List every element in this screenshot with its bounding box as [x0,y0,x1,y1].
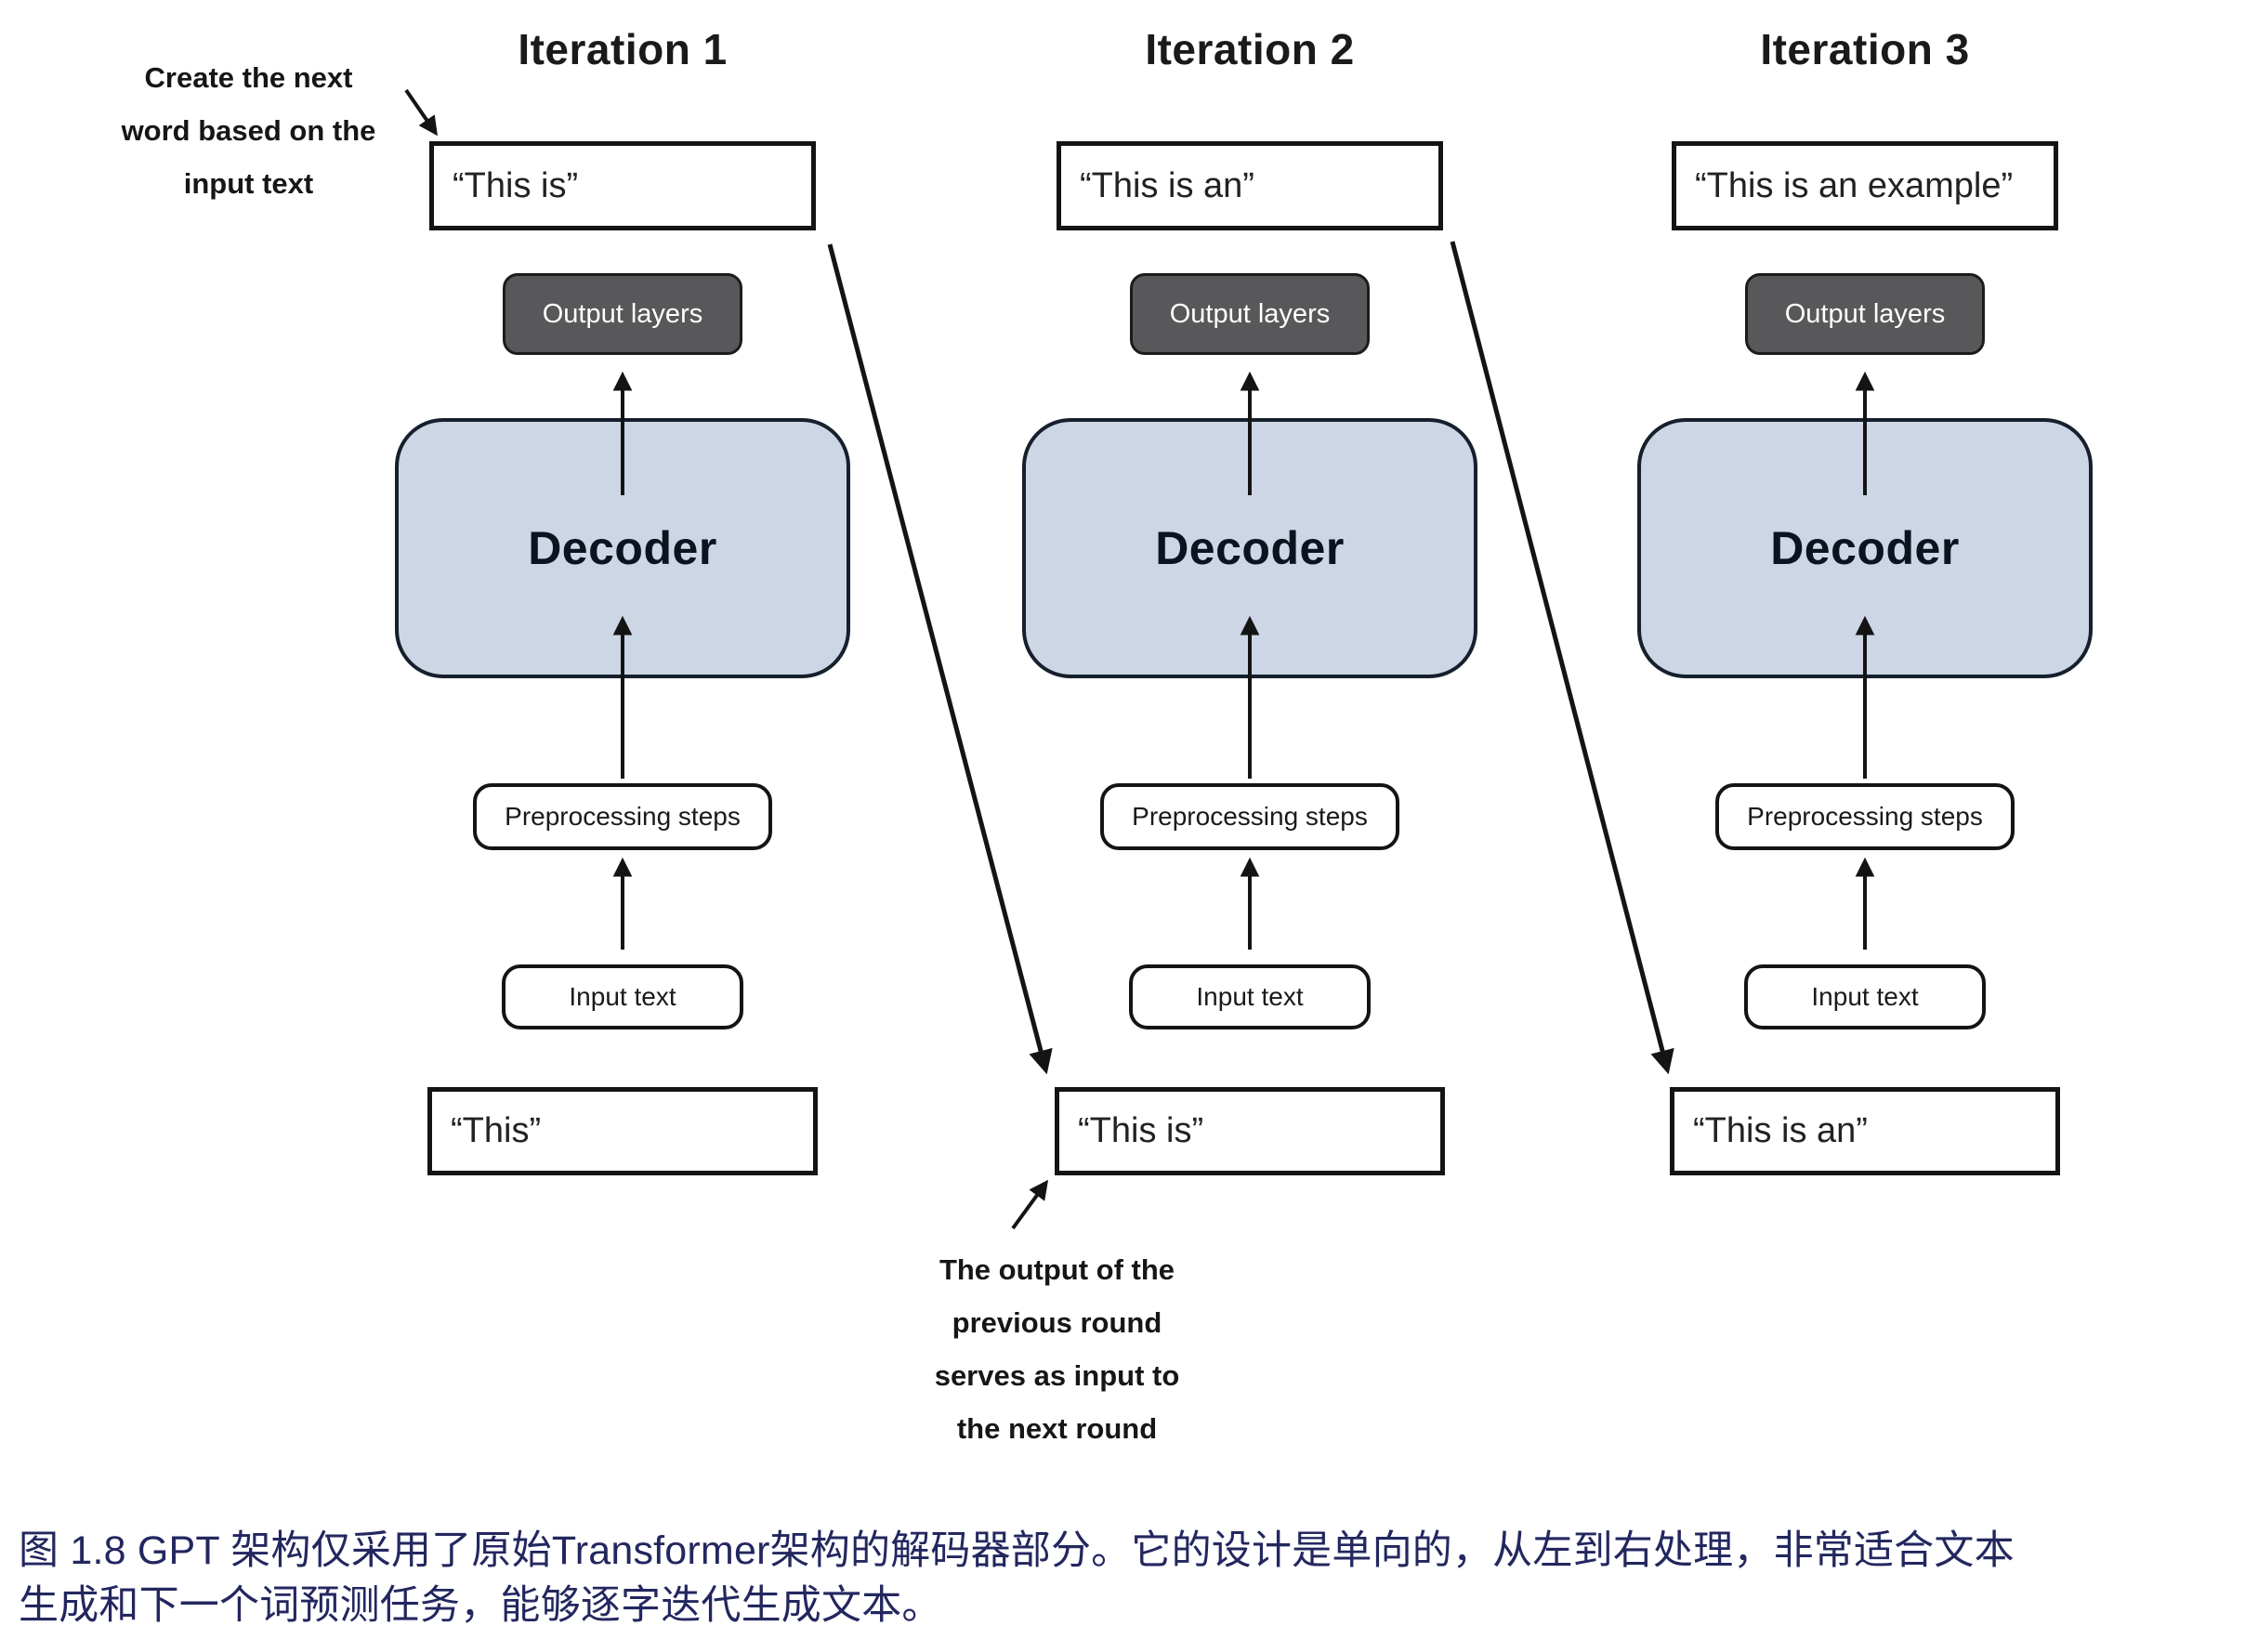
iteration-3-input-string-box: “This is an” [1670,1087,2060,1175]
iteration-3-input-text-box: Input text [1744,964,1986,1029]
iteration-2-output-layers-box: Output layers [1130,273,1370,355]
iteration-2-generated-output-box: “This is an” [1057,141,1443,230]
figure-caption-line-2: 生成和下一个词预测任务，能够逐字迭代生成文本。 [19,1583,942,1628]
annotation-feedback-line-3: serves as input to [934,1359,1180,1392]
iteration-3-generated-output-box: “This is an example” [1672,141,2058,230]
iteration-2-title: Iteration 2 [1145,25,1355,73]
annotation-feedback-line-1: The output of the [939,1253,1175,1286]
iteration-3-output-layers-box: Output layers [1745,273,1985,355]
iteration-1-input-string-box: “This” [427,1087,818,1175]
figure-caption-line-1: 图 1.8 GPT 架构仅采用了原始Transformer架构的解码器部分。它的… [19,1528,2015,1573]
iteration-1-generated-output-box: “This is” [429,141,816,230]
annotation-feedback-line-4: the next round [956,1412,1158,1445]
annotation-create-next-word: Create the next word based on the input … [93,51,404,210]
iteration-3-decoder-box: Decoder [1637,418,2093,678]
iteration-3-column: Iteration 3 “This is an example” Output … [1558,0,2172,1652]
iteration-1-preprocessing-box: Preprocessing steps [473,783,772,850]
iteration-1-title: Iteration 1 [518,25,728,73]
iteration-3-title: Iteration 3 [1760,25,1970,73]
iteration-2-column: Iteration 2 “This is an” Output layers D… [943,0,1556,1652]
annotation-create-line-1: Create the next [144,61,353,94]
figure-caption: 图 1.8 GPT 架构仅采用了原始Transformer架构的解码器部分。它的… [19,1524,2249,1633]
iteration-2-decoder-box: Decoder [1022,418,1477,678]
iteration-1-input-text-box: Input text [502,964,743,1029]
annotation-feedback-line-2: previous round [952,1306,1162,1339]
iteration-3-preprocessing-box: Preprocessing steps [1715,783,2015,850]
iteration-1-column: Iteration 1 “This is” Output layers Deco… [316,0,929,1652]
annotation-create-line-2: word based on the [121,114,376,147]
iteration-1-decoder-box: Decoder [395,418,850,678]
iteration-2-input-text-box: Input text [1129,964,1371,1029]
annotation-output-feedback: The output of the previous round serves … [869,1243,1245,1455]
iteration-2-input-string-box: “This is” [1055,1087,1445,1175]
iteration-1-output-layers-box: Output layers [503,273,742,355]
iteration-2-preprocessing-box: Preprocessing steps [1100,783,1399,850]
annotation-create-line-3: input text [183,167,314,200]
